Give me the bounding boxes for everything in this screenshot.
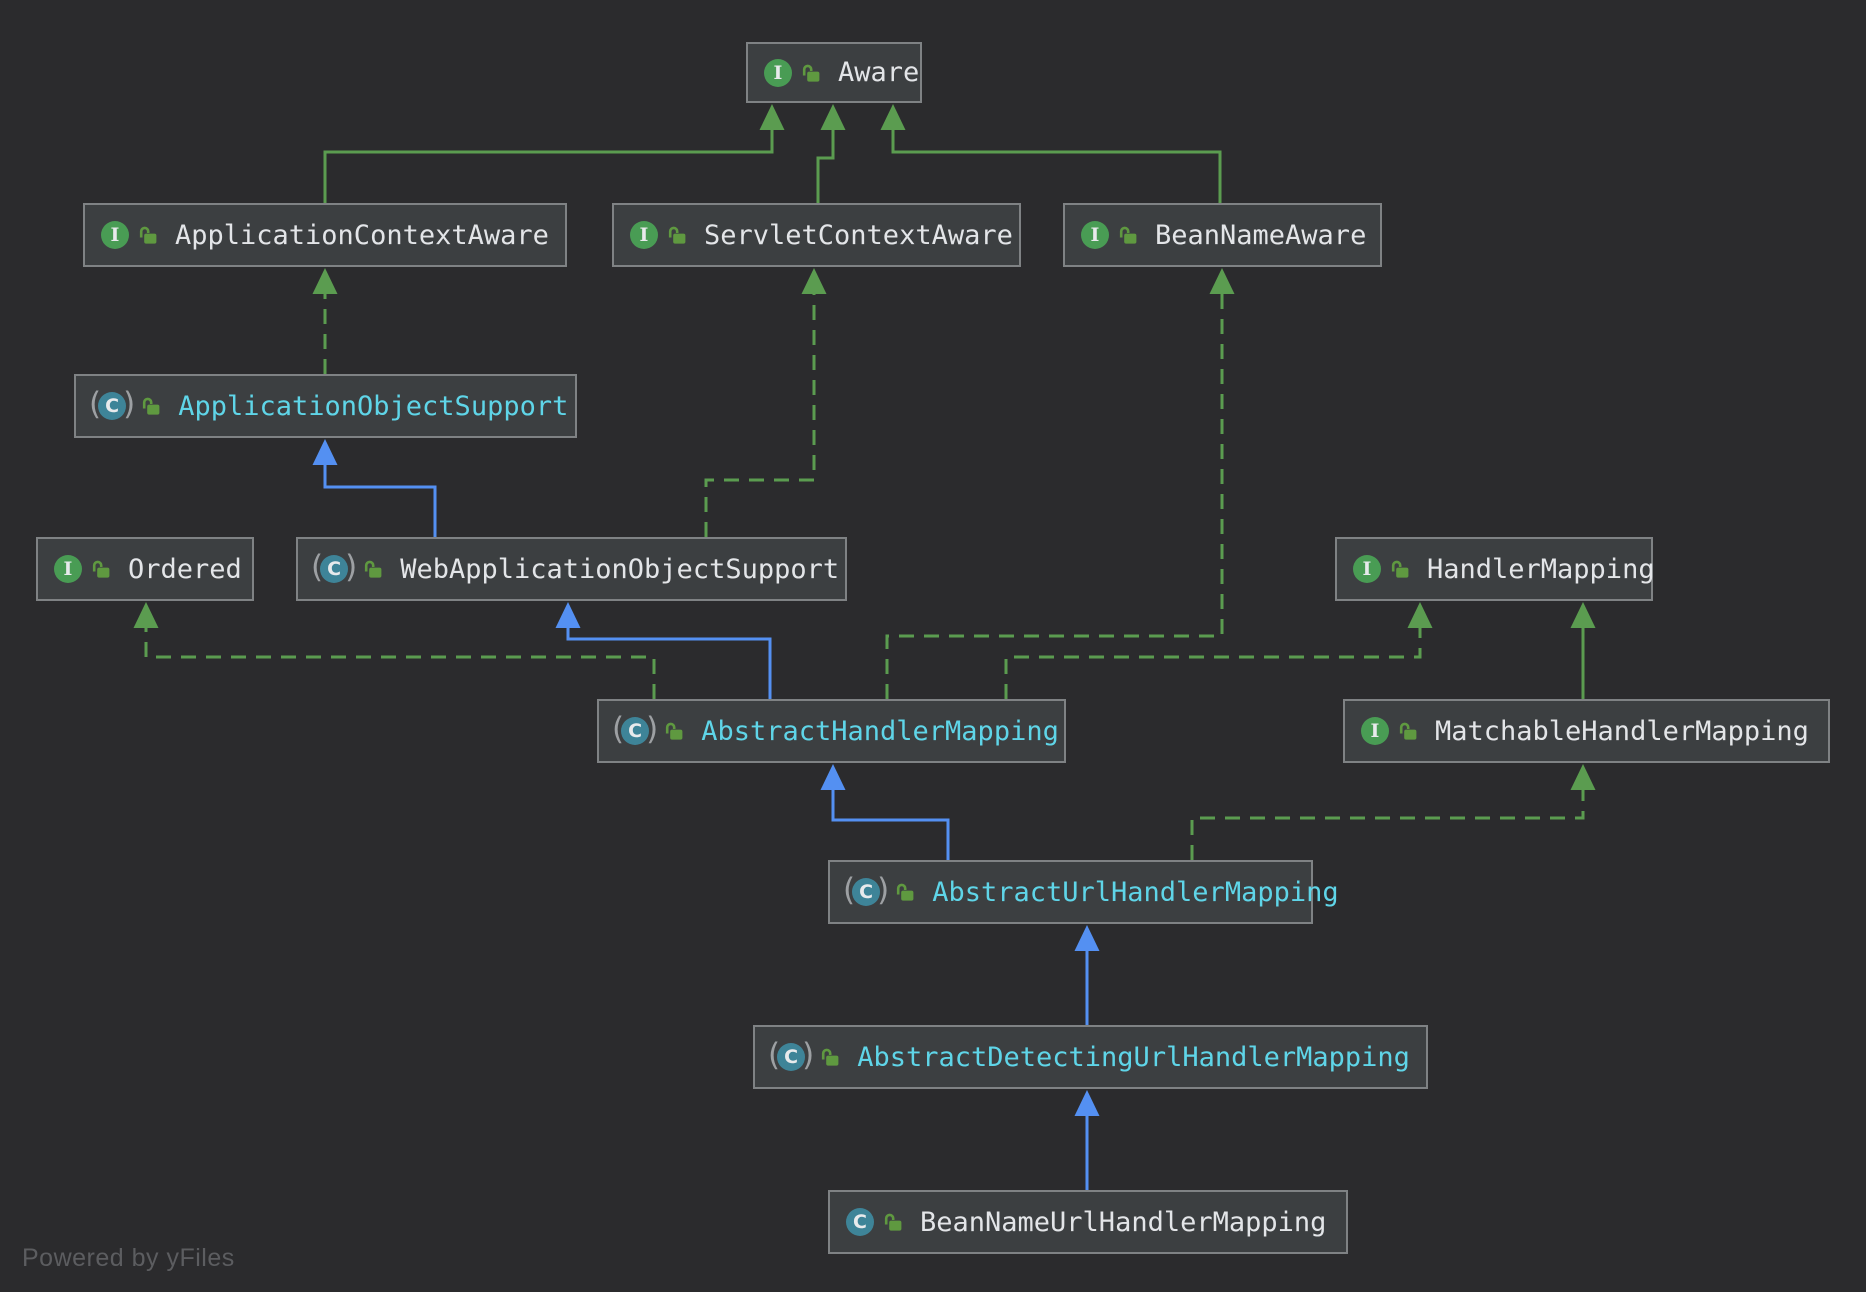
edge-aca-extends-aware: [323, 104, 785, 203]
node-label: BeanNameAware: [1155, 219, 1367, 251]
node-ordered[interactable]: I Ordered: [36, 537, 254, 601]
public-lock-icon: [666, 722, 683, 740]
node-label: AbstractUrlHandlerMapping: [932, 876, 1339, 908]
arrowhead: [820, 104, 846, 130]
edge-auhm-implements-mhm: [1190, 764, 1596, 860]
arrowhead: [1209, 268, 1235, 294]
edge-auhm-extends-ahm: [820, 764, 950, 860]
node-label: ApplicationContextAware: [175, 219, 549, 251]
arrowhead: [1570, 602, 1596, 628]
public-lock-icon: [1119, 226, 1137, 244]
yfiles-watermark: Powered by yFiles: [22, 1244, 235, 1272]
interface-icon: I: [1081, 221, 1109, 249]
node-label: HandlerMapping: [1427, 553, 1655, 585]
edge-ahm-implements-bna: [885, 268, 1235, 699]
node-abstract-handler-mapping[interactable]: (C) AbstractHandlerMapping: [597, 699, 1066, 763]
node-abstract-url-handler-mapping[interactable]: (C) AbstractUrlHandlerMapping: [828, 860, 1339, 924]
abstract-class-icon: (C): [843, 872, 890, 908]
edge-sca-extends-aware: [816, 104, 846, 203]
arrowhead: [1074, 1090, 1100, 1116]
node-label: Aware: [838, 57, 920, 88]
public-lock-icon: [668, 226, 686, 244]
edge-ahm-extends-waos: [555, 602, 772, 699]
arrowhead: [801, 268, 827, 294]
arrowhead: [1074, 925, 1100, 951]
node-application-context-aware[interactable]: I ApplicationContextAware: [83, 203, 567, 267]
arrowhead: [820, 764, 846, 790]
public-lock-icon: [802, 64, 820, 82]
node-label: BeanNameUrlHandlerMapping: [920, 1206, 1327, 1238]
arrowhead: [880, 104, 906, 130]
public-lock-icon: [1391, 560, 1409, 578]
arrowhead: [133, 602, 159, 628]
edge-waos-implements-sca: [704, 268, 827, 537]
public-lock-icon: [92, 560, 110, 578]
node-aware[interactable]: I Aware: [746, 42, 922, 103]
node-web-application-object-support[interactable]: (C) WebApplicationObjectSupport: [296, 537, 847, 601]
edge-ahm-implements-hm: [1004, 602, 1433, 699]
abstract-class-icon: (C): [768, 1037, 815, 1073]
arrowhead: [1570, 764, 1596, 790]
abstract-class-icon: (C): [311, 549, 358, 585]
edge-waos-extends-aos: [312, 439, 437, 537]
interface-icon: I: [1361, 717, 1389, 745]
interface-icon: I: [54, 555, 82, 583]
abstract-class-icon: (C): [89, 386, 136, 422]
edge-mhm-extends-hm: [1570, 602, 1596, 699]
public-lock-icon: [884, 1213, 902, 1231]
edge-ahm-implements-ordered: [133, 602, 656, 699]
class-icon: C: [846, 1208, 874, 1236]
arrowhead: [1407, 602, 1433, 628]
abstract-class-icon: (C): [612, 711, 659, 747]
edge-aduhm-extends-auhm: [1074, 925, 1100, 1025]
public-lock-icon: [143, 397, 160, 415]
public-lock-icon: [897, 883, 914, 901]
arrowhead: [555, 602, 581, 628]
node-application-object-support[interactable]: (C) ApplicationObjectSupport: [74, 374, 577, 438]
node-label: AbstractHandlerMapping: [701, 715, 1059, 747]
node-label: WebApplicationObjectSupport: [400, 553, 840, 585]
node-matchable-handler-mapping[interactable]: I MatchableHandlerMapping: [1343, 699, 1830, 763]
public-lock-icon: [139, 226, 157, 244]
interface-icon: I: [1353, 555, 1381, 583]
edge-aos-implements-aca: [312, 268, 338, 374]
interface-icon: I: [101, 221, 129, 249]
node-abstract-detecting-url-handler-mapping[interactable]: (C) AbstractDetectingUrlHandlerMapping: [753, 1025, 1428, 1089]
node-bean-name-aware[interactable]: I BeanNameAware: [1063, 203, 1382, 267]
edge-bna-extends-aware: [880, 104, 1222, 203]
node-servlet-context-aware[interactable]: I ServletContextAware: [612, 203, 1021, 267]
arrowhead: [312, 439, 338, 465]
node-label: ServletContextAware: [704, 219, 1013, 251]
node-handler-mapping[interactable]: I HandlerMapping: [1335, 537, 1655, 601]
node-label: AbstractDetectingUrlHandlerMapping: [857, 1041, 1410, 1073]
arrowhead: [312, 268, 338, 294]
edge-bnuhm-extends-aduhm: [1074, 1090, 1100, 1190]
node-bean-name-url-handler-mapping[interactable]: C BeanNameUrlHandlerMapping: [828, 1190, 1348, 1254]
public-lock-icon: [1399, 722, 1417, 740]
node-label: ApplicationObjectSupport: [178, 390, 569, 422]
public-lock-icon: [822, 1048, 839, 1066]
public-lock-icon: [365, 560, 382, 578]
node-label: MatchableHandlerMapping: [1435, 715, 1809, 747]
interface-icon: I: [630, 221, 658, 249]
interface-icon: I: [764, 58, 792, 87]
node-label: Ordered: [128, 553, 242, 585]
arrowhead: [759, 104, 785, 130]
